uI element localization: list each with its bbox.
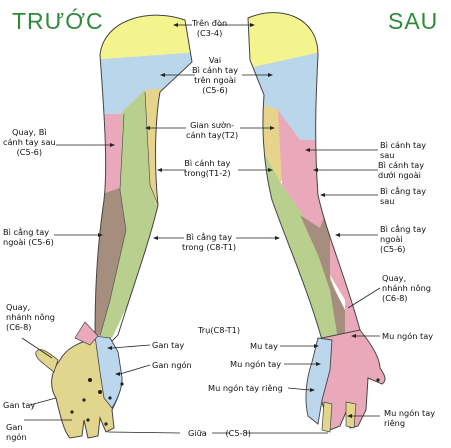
back-axillary-region <box>248 50 330 140</box>
back-medial-brachial-region <box>263 105 282 195</box>
label-intercostobrachial: Gian sườn- cánh tay(T2) <box>186 120 239 140</box>
back-title: SAU <box>388 8 439 34</box>
front-title: TRƯỚC <box>12 8 104 34</box>
label-radial-front: Quay, Bì cánh tay sau (C5-6) <box>3 127 56 157</box>
front-thumb <box>35 349 59 373</box>
back-hand-ulnar-region <box>305 337 333 425</box>
front-hand-ulnar-region <box>94 335 123 409</box>
label-radial-superficial-back: Quay, nhánh nông (C6-8) <box>382 273 431 303</box>
label-median-finger: Gan ngón <box>152 360 192 370</box>
label-inferior-lateral-brachial: Bì cánh tay dưới ngoài <box>378 160 425 180</box>
label-medial-antebrachial: Bì cẳng tay trong (C8-T1) <box>182 232 237 252</box>
label-middle: Giữa (C5-8) <box>188 428 251 438</box>
label-lateral-antebrachial-front: Bì cẳng tay ngoài (C5-6) <box>3 227 54 247</box>
label-dorsal-finger-mid: Mu ngón tay <box>230 359 282 369</box>
label-lateral-antebrachial-back: Bì cẳng tay ngoài (C5-6) <box>380 224 427 254</box>
front-medial-antebrachial-region <box>100 90 160 338</box>
back-medial-antebrachial-region <box>262 150 340 340</box>
label-ulnar-front: Trụ(C8-T1) <box>198 325 241 335</box>
label-dorsal-finger-own-right: Mu ngón tay riêng <box>384 408 436 428</box>
label-palm-left: Gan tay <box>3 400 36 410</box>
label-finger-bottom: Gan ngón <box>6 422 27 442</box>
label-median-palmar: Gan tay <box>152 340 185 350</box>
label-dorsal-finger-right: Mu ngón tay <box>382 331 434 341</box>
back-lateral-antebrachial-region <box>300 200 345 340</box>
label-medial-brachial: Bì cánh tay trong(T1-2) <box>184 158 231 178</box>
label-dorsal-finger-own: Mu ngón tay riêng <box>208 383 283 393</box>
label-posterior-brachial: Bì cánh tay sau <box>380 140 427 160</box>
label-dorsal-hand: Mu tay <box>250 341 278 351</box>
label-axillary: Vai Bì cánh tay trên ngoài (C5-6) <box>192 55 239 95</box>
front-wrist-radial-region <box>74 321 99 346</box>
label-supraclavicular: Trên đòn (C3-4) <box>192 18 228 38</box>
back-finger-tip-median-region <box>321 401 333 433</box>
label-posterior-antebrachial: Bì cẳng tay sau <box>380 186 427 206</box>
label-radial-superficial-front: Quay, nhánh nông (C6-8) <box>6 302 55 332</box>
